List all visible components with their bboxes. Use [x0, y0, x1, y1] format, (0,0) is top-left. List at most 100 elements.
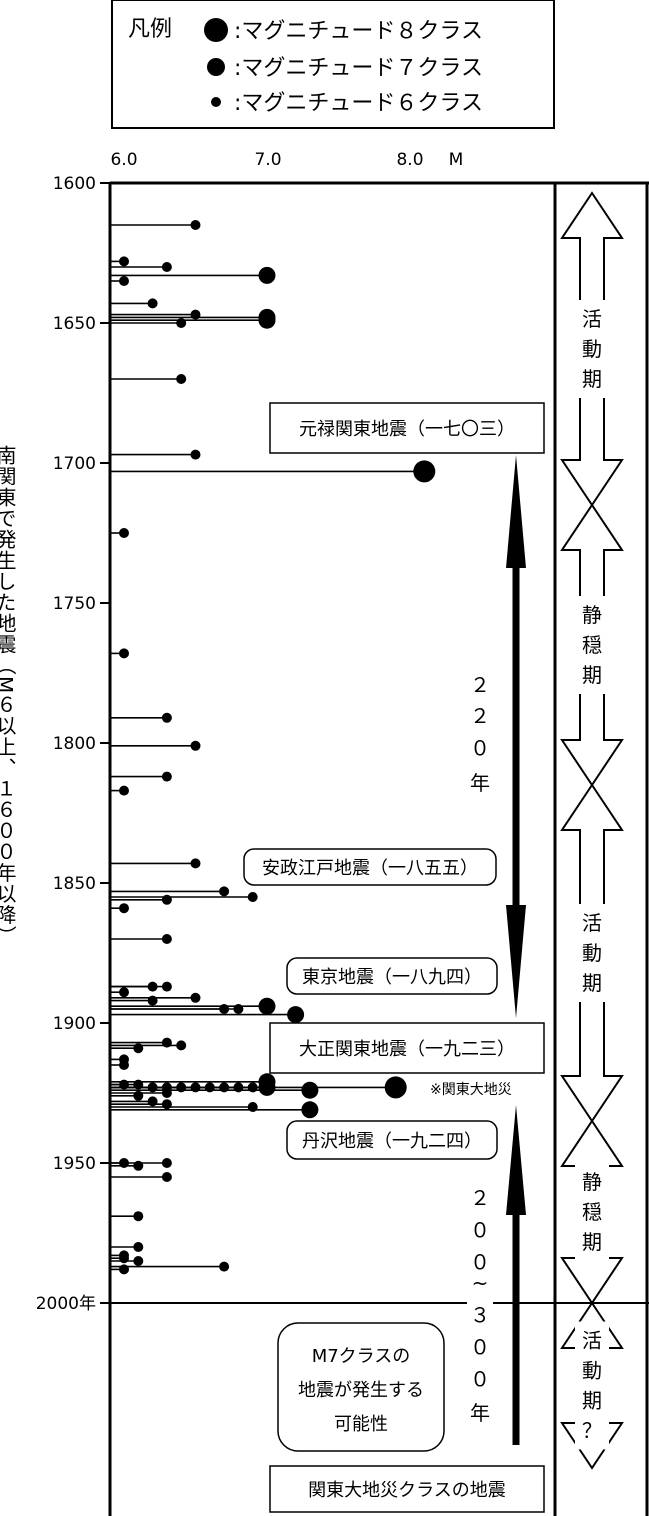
quake-point	[119, 648, 129, 659]
period-label-bg	[575, 904, 609, 1002]
quake-point	[133, 1090, 144, 1101]
y-tick-label: 1900	[53, 1014, 96, 1034]
quake-point	[119, 987, 129, 998]
annotation-m7: M7クラスの 地震が発生する 可能性	[277, 1322, 445, 1452]
period-label-bg	[575, 1163, 609, 1261]
annotation-text: 関東大地災クラスの地震	[308, 1480, 506, 1501]
quake-point	[190, 220, 201, 230]
annotation-box	[286, 1120, 498, 1160]
interval-char: ０	[470, 1367, 490, 1391]
annotation-taisho: 大正関東地震（一九二三）	[269, 1022, 545, 1074]
interval-arrow-1-head-down	[506, 905, 526, 1018]
annotation-box	[286, 957, 498, 995]
legend-title: 凡例	[128, 17, 172, 42]
quake-point	[161, 262, 172, 272]
period-label-char: 静	[582, 603, 602, 627]
interval-char: 年	[470, 771, 490, 795]
x-tick-label: 6.0	[110, 150, 137, 170]
quake-point	[190, 449, 201, 460]
quake-point	[301, 1081, 319, 1099]
period-label-char: 静	[582, 1170, 602, 1194]
y-tick-label: 1950	[53, 1154, 96, 1174]
quake-point	[119, 276, 129, 286]
earthquake-marks	[110, 220, 436, 1275]
y-tick-label: 1850	[53, 874, 96, 894]
annotation-text: 大正関東地震（一九二三）	[299, 1039, 515, 1060]
interval-label-220: ２ ２ ０ 年	[470, 673, 490, 795]
annotation-text: 可能性	[334, 1414, 388, 1435]
quake-point	[119, 256, 129, 267]
quake-point	[161, 1172, 172, 1182]
quake-point	[161, 771, 172, 782]
interval-char: ０	[470, 1335, 490, 1359]
period-label-char: 穏	[582, 633, 602, 657]
annotation-box	[269, 1465, 545, 1513]
period-label-char: 期	[582, 971, 602, 995]
y-tick-label: 2000年	[36, 1294, 96, 1314]
legend-label-medium: :マグニチュード７クラス	[234, 56, 483, 81]
quake-point	[161, 712, 172, 723]
x-axis-label: M	[449, 150, 464, 170]
y-axis-title: 南関東で発生した地震（M６以上、１６００年以降）	[0, 445, 17, 947]
quake-point	[287, 1006, 305, 1024]
legend-dot-small	[211, 97, 221, 107]
annotation-box	[277, 1322, 445, 1452]
y-tick-label: 1700	[53, 454, 96, 474]
interval-char: ０	[470, 1250, 490, 1274]
annotation-text: M7クラスの	[312, 1346, 411, 1367]
kanto-note: ※関東大地災	[430, 1082, 512, 1098]
annotation-tanzawa: 丹沢地震（一九二四）	[286, 1120, 498, 1160]
quake-point	[219, 886, 230, 897]
interval-arrow-1-head-up	[506, 455, 526, 568]
quake-point	[233, 1004, 244, 1014]
quake-point	[413, 460, 436, 483]
period-label-char: 穏	[582, 1200, 602, 1224]
period-label-char: ？	[582, 1419, 602, 1443]
quake-point	[147, 995, 158, 1006]
x-axis: 6.0 7.0 8.0 M	[110, 150, 463, 170]
annotation-text: 丹沢地震（一九二四）	[302, 1131, 482, 1152]
quake-point	[301, 1101, 319, 1119]
quake-point	[219, 1261, 230, 1272]
interval-char: ２	[470, 673, 490, 697]
legend-label-small: :マグニチュード６クラス	[234, 91, 483, 116]
annotation-kanto-class: 関東大地災クラスの地震	[269, 1465, 545, 1513]
quake-point	[258, 997, 276, 1015]
annotation-ansei: 安政江戸地震（一八五五）	[243, 848, 497, 886]
quake-point	[258, 311, 276, 329]
period-label-char: 期	[582, 1389, 602, 1413]
interval-label-200-300: ２ ０ ０ ~ ３ ０ ０ 年	[470, 1186, 490, 1425]
interval-char: ２	[470, 1186, 490, 1210]
period-label-bg	[575, 596, 609, 694]
quake-point	[119, 1264, 129, 1275]
quake-point	[258, 1078, 276, 1096]
y-tick-label: 1800	[53, 734, 96, 754]
period-label-bg	[575, 1321, 609, 1450]
quake-point	[161, 1158, 172, 1168]
period-label-char: 動	[582, 941, 602, 965]
annotation-box	[269, 402, 545, 454]
interval-char: ~	[472, 1271, 489, 1295]
period-label-char: 活	[582, 307, 602, 331]
quake-point	[176, 1040, 187, 1051]
quake-point	[161, 1088, 172, 1098]
x-tick-label: 8.0	[396, 150, 423, 170]
period-label-char: 期	[582, 1230, 602, 1254]
quake-point	[161, 894, 172, 905]
interval-char: ２	[470, 704, 490, 728]
quake-point	[147, 298, 158, 309]
legend-box	[111, 0, 555, 129]
annotation-text: 東京地震（一八九四）	[302, 967, 482, 988]
quake-point	[133, 1256, 144, 1266]
period-label-char: 期	[582, 367, 602, 391]
period-label-char: 活	[582, 1329, 602, 1353]
quake-point	[190, 992, 201, 1003]
interval-char: ０	[470, 736, 490, 760]
quake-point	[119, 528, 129, 538]
legend-dot-medium	[207, 58, 225, 76]
quake-point	[176, 318, 187, 328]
annotation-text: 安政江戸地震（一八五五）	[262, 858, 478, 879]
y-axis: 1600 1650 1700 1750 1800 1850 1900 1950 …	[36, 174, 110, 1314]
interval-char: 年	[470, 1401, 490, 1425]
